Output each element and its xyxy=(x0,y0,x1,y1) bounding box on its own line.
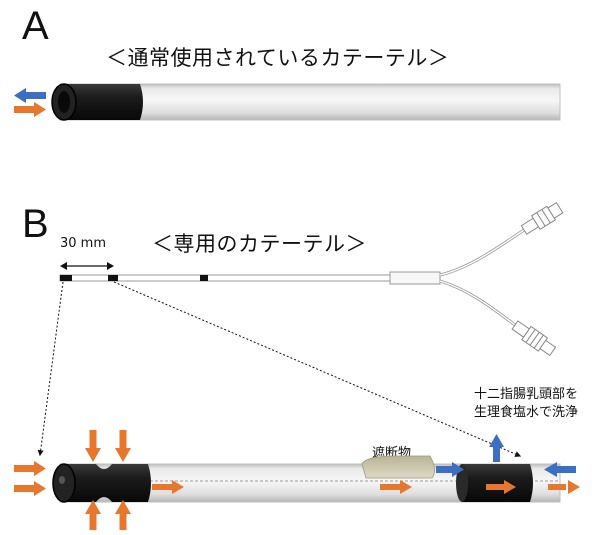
irrigation-note: 十二指腸乳頭部を 生理食塩水で洗浄 xyxy=(474,386,578,422)
panel-b-letter: B xyxy=(22,202,49,246)
flow-arrow-distal xyxy=(486,480,516,494)
panel-a-title: ＜通常使用されているカテーテル＞ xyxy=(106,46,450,70)
dedicated-catheter-overview xyxy=(59,201,564,357)
panel-a-letter: A xyxy=(22,4,49,48)
detail-tip xyxy=(52,463,76,503)
scale-bar xyxy=(60,262,114,270)
proximal-double-balloon xyxy=(66,464,151,502)
distal-balloon xyxy=(459,464,533,502)
flow-arrow-mid-1 xyxy=(152,480,184,494)
standard-catheter-balloon xyxy=(66,84,143,120)
flow-arrow-exit xyxy=(548,480,580,494)
upper-connector xyxy=(520,201,564,235)
zoom-line-left xyxy=(37,281,64,457)
irrigation-note-line-1: 十二指腸乳頭部を xyxy=(474,387,579,402)
detail-tip-port xyxy=(59,476,65,484)
zoom-line-right xyxy=(113,281,522,457)
overview-marker-1 xyxy=(60,275,72,281)
blue-arrow-into-distal xyxy=(436,462,464,477)
overview-marker-3 xyxy=(200,275,208,281)
standard-catheter xyxy=(51,83,561,121)
dedicated-catheter-detail xyxy=(52,455,561,503)
inflation-arrows-top xyxy=(85,430,131,462)
overview-marker-2 xyxy=(108,275,118,281)
scale-label: 30 mm xyxy=(60,236,107,251)
overview-branch-lower xyxy=(439,279,516,327)
irrigation-note-line-2: 生理食塩水で洗浄 xyxy=(474,405,579,420)
distal-balloon-cap xyxy=(456,464,468,502)
inflow-arrow-left xyxy=(14,461,46,496)
blue-arrow-return xyxy=(544,462,576,477)
overview-hub xyxy=(389,271,441,285)
panel-a-outflow-arrow xyxy=(14,88,46,103)
panel-b-title: ＜専用のカテーテル＞ xyxy=(152,232,367,256)
flow-arrow-mid-2 xyxy=(380,480,412,494)
overview-branch-upper xyxy=(439,228,525,277)
inflation-arrows-bottom xyxy=(85,500,131,530)
blue-arrow-up-flush xyxy=(489,434,504,462)
standard-catheter-lumen xyxy=(58,91,70,113)
lower-connector xyxy=(511,320,557,357)
panel-a-inflow-arrow xyxy=(14,102,46,117)
occluder xyxy=(361,455,435,479)
